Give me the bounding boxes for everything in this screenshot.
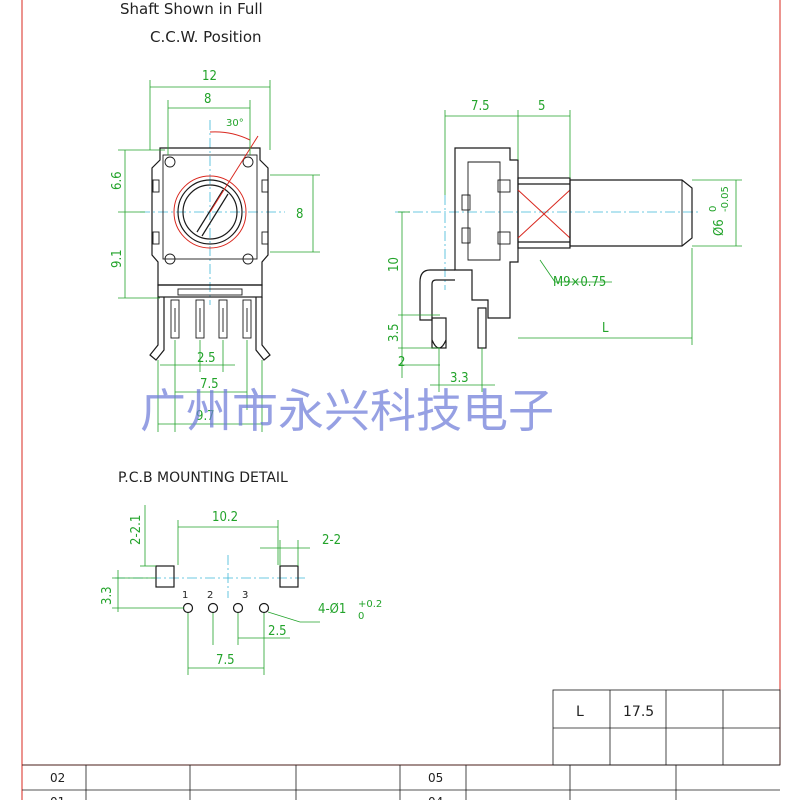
front-view — [140, 120, 285, 361]
header-ccw-note: C.C.W. Position — [150, 28, 262, 46]
pcb-dimensions: 10.2 2-2.1 2-2 3.3 4-Ø1 +0.2 0 2.5 7.5 — [100, 505, 382, 675]
front-view-dimensions: 12 8 30° 6.6 9.1 8 2.5 7.5 9.7 — [110, 69, 320, 432]
title-block-cell-02: 02 — [50, 771, 65, 785]
dim-side-height-10: 10 — [387, 257, 402, 272]
pcb-pin-label-1: 1 — [182, 590, 188, 601]
spec-table-value: 17.5 — [623, 704, 654, 720]
title-block-cell-01: 01 — [50, 795, 65, 800]
dim-pcb-pitch: 2.5 — [268, 624, 287, 639]
side-view — [395, 147, 700, 349]
dim-side-bushing: 5 — [538, 99, 545, 114]
watermark-text: 广州市永兴科技电子 — [140, 384, 554, 438]
title-block: 02 05 01 04 — [22, 764, 780, 800]
dim-pcb-holes-tol-upper: +0.2 — [358, 599, 382, 610]
dim-front-pin-span: 7.5 — [200, 377, 219, 392]
dim-front-angle: 30° — [226, 118, 244, 129]
dim-side-shaft-tol-lower: -0.05 — [720, 186, 731, 212]
title-block-cell-04: 04 — [428, 795, 443, 800]
dim-front-width-8: 8 — [204, 92, 211, 107]
dim-front-height-8: 8 — [296, 207, 303, 222]
dim-front-height-9-1: 9.1 — [110, 249, 125, 268]
pcb-pin-label-2: 2 — [207, 590, 213, 601]
dim-front-leg-span: 9.7 — [196, 409, 215, 424]
dim-side-leg-offset: 3.3 — [450, 371, 469, 386]
dim-side-shaft-length: L — [602, 321, 609, 336]
dim-pcb-holes-tol-lower: 0 — [358, 611, 364, 622]
dim-pcb-slot-right: 2-2 — [322, 533, 341, 548]
pcb-title: P.C.B MOUNTING DETAIL — [118, 470, 288, 486]
pcb-layout: 1 2 3 — [115, 555, 305, 614]
dim-pcb-offset: 3.3 — [100, 586, 115, 605]
dim-side-shaft-dia: Ø6 — [712, 219, 727, 236]
spec-table-key: L — [576, 704, 584, 720]
pcb-pin-label-3: 3 — [242, 590, 248, 601]
spec-table: L 17.5 — [552, 689, 781, 766]
dim-pcb-slot-left: 2-2.1 — [129, 515, 144, 545]
dim-side-body-depth: 7.5 — [471, 99, 490, 114]
dim-pcb-span-pins: 7.5 — [216, 653, 235, 668]
dim-pcb-holes: 4-Ø1 — [318, 602, 346, 617]
dim-pcb-span: 10.2 — [212, 510, 238, 525]
dim-side-thread: M9×0.75 — [553, 275, 606, 290]
dim-side-pin-offset: 2 — [398, 355, 405, 370]
dim-front-width-12: 12 — [202, 69, 217, 84]
side-view-dimensions: 7.5 5 10 3.5 2 3.3 M9×0.75 L Ø6 0 -0.05 — [387, 99, 742, 392]
dim-side-shaft-tol-upper: 0 — [708, 206, 719, 212]
dim-side-pin-length: 3.5 — [387, 323, 402, 342]
dim-front-pin-pitch: 2.5 — [197, 351, 216, 366]
dim-front-height-6-6: 6.6 — [110, 171, 125, 190]
title-block-cell-05: 05 — [428, 771, 443, 785]
header-shaft-note: Shaft Shown in Full — [120, 0, 263, 18]
